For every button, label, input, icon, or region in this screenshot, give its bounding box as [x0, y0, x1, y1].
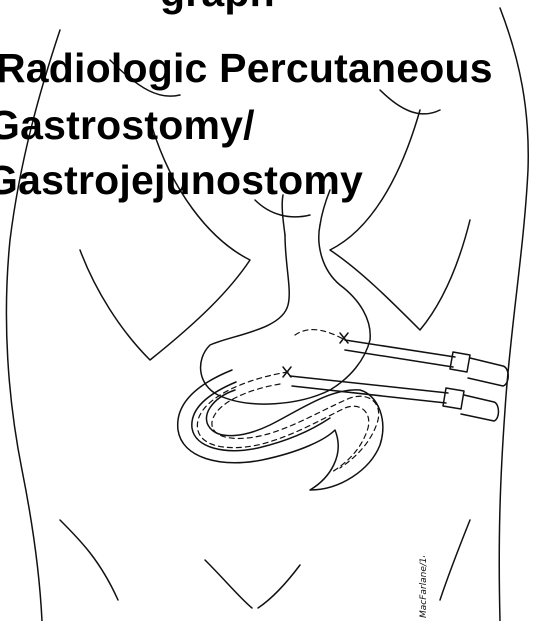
gastrojejunostomy-hub [443, 388, 464, 409]
pelvic-line-right [258, 565, 300, 608]
gastrojejunostomy-connector [461, 395, 499, 421]
gastrostomy-catheter-dashed [295, 330, 345, 340]
esophagus-right [320, 190, 330, 225]
signature-text: MacFarlane/14 [419, 556, 429, 618]
gastrostomy-connector [468, 358, 508, 386]
gastrostomy-tube-top-edge [345, 340, 455, 357]
stomach-outline [201, 225, 371, 404]
gastrostomy-tube-bottom-edge [345, 350, 453, 367]
rib-cage-left [80, 120, 250, 360]
gastrojejunostomy-catheter-dashed-outer [197, 372, 368, 472]
rib-cage-right [330, 110, 470, 330]
torso-left-outline [6, 30, 60, 621]
hip-line-left [60, 520, 118, 600]
gastrojejunostomy-tube-top-edge [290, 376, 448, 393]
hip-line-right [440, 520, 470, 600]
torso-right-outline [499, 8, 528, 621]
gastrojejunostomy-catheter-dashed-inner [212, 384, 379, 468]
gastrostomy-hub [450, 352, 470, 372]
chest-line-right [380, 90, 440, 114]
pelvic-line-left [205, 560, 252, 608]
chest-line-left [110, 60, 180, 96]
artist-signature: MacFarlane/14 [412, 556, 434, 620]
